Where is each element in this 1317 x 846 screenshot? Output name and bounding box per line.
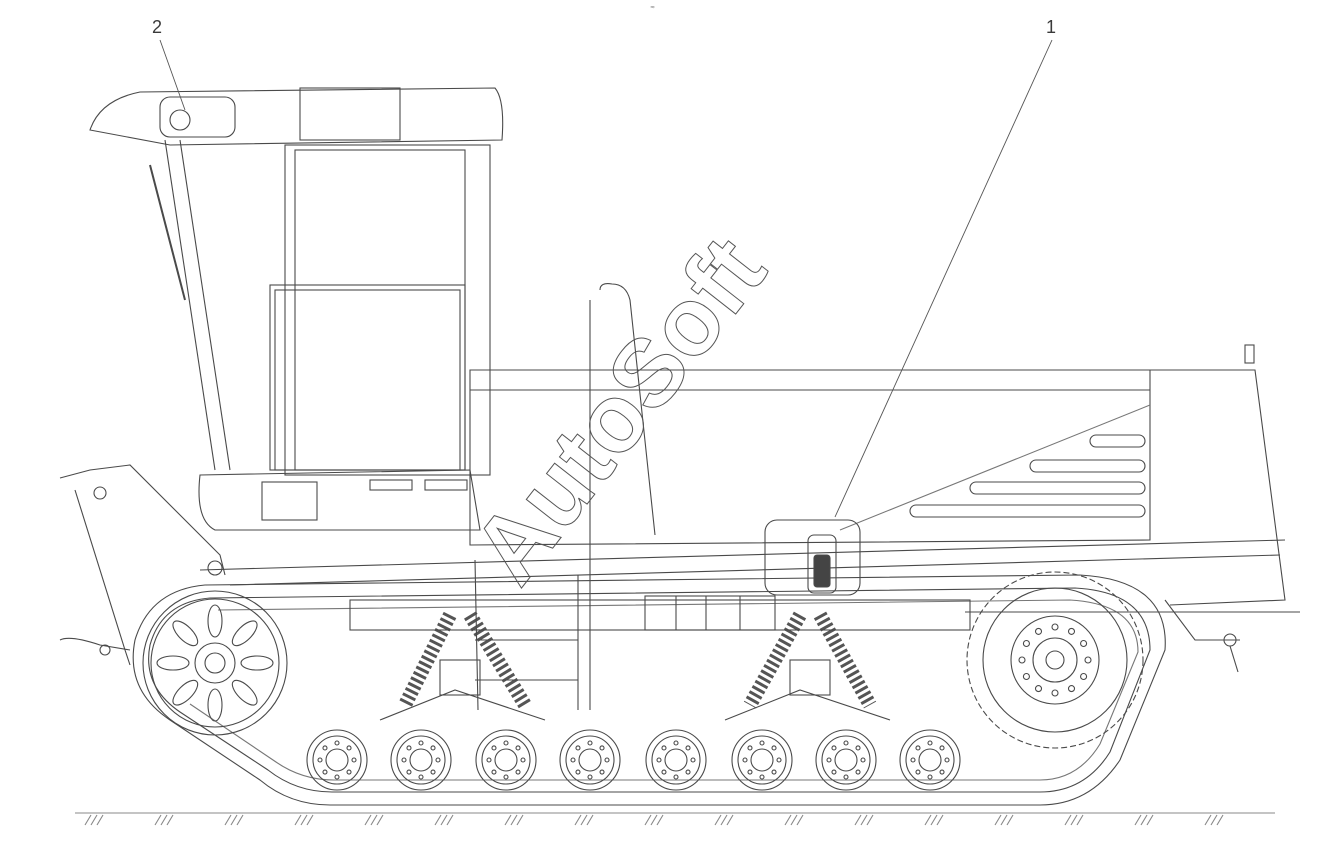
front-hitch bbox=[59, 464, 226, 666]
road-wheel bbox=[645, 729, 707, 791]
chassis-frame bbox=[199, 539, 1300, 631]
road-wheel bbox=[815, 729, 877, 791]
road-wheels bbox=[306, 729, 961, 791]
rear-hitch bbox=[1164, 599, 1240, 673]
road-wheel bbox=[475, 729, 537, 791]
drive-unit bbox=[764, 519, 861, 596]
top-mark: ≈ bbox=[650, 4, 656, 11]
rear-body bbox=[469, 344, 1286, 606]
ground-line bbox=[75, 812, 1275, 826]
watermark: AutoSoft bbox=[452, 218, 786, 603]
road-wheel bbox=[731, 729, 793, 791]
cabin bbox=[89, 87, 504, 476]
front-fender bbox=[198, 469, 481, 531]
road-wheel bbox=[899, 729, 961, 791]
idler-wheel bbox=[142, 590, 288, 736]
sprocket-wheel bbox=[966, 571, 1144, 749]
suspension-bogies bbox=[379, 611, 891, 721]
callout-number-2: 2 bbox=[152, 17, 163, 37]
ladder bbox=[474, 283, 656, 711]
callout-1-leader bbox=[834, 39, 1053, 518]
callout-2-leader bbox=[159, 39, 186, 111]
callout-leaders bbox=[159, 39, 1053, 518]
track-assembly bbox=[132, 574, 1166, 806]
road-wheel bbox=[390, 729, 452, 791]
callout-number-1: 1 bbox=[1046, 17, 1057, 37]
road-wheel bbox=[559, 729, 621, 791]
road-wheel bbox=[306, 729, 368, 791]
